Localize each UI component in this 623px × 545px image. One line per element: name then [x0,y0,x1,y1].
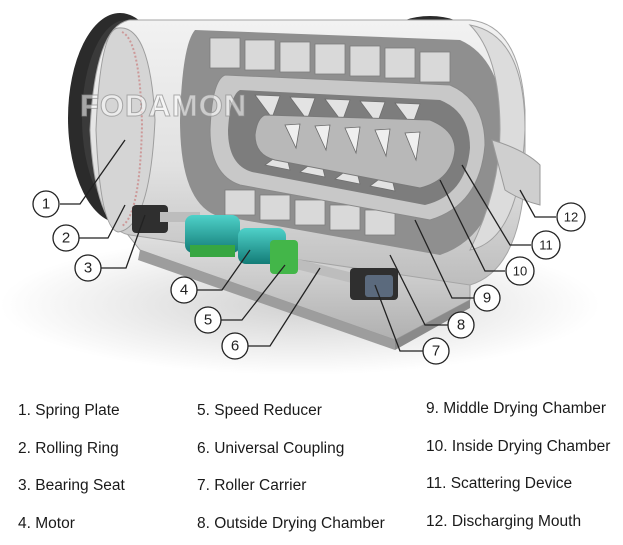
svg-text:9: 9 [483,290,491,307]
callouts: 1 2 3 4 5 6 7 8 9 10 11 12 [32,190,586,365]
legend-item-3: 3. Bearing Seat [18,477,125,494]
svg-text:2: 2 [62,230,70,247]
legend-item-4: 4. Motor [18,515,75,532]
legend-item-10: 10. Inside Drying Chamber [426,438,611,455]
callout-6: 6 [221,332,249,360]
motor [185,215,240,257]
svg-text:7: 7 [432,343,440,360]
callout-11: 11 [531,230,561,260]
svg-text:4: 4 [180,282,188,299]
callout-7: 7 [422,337,450,365]
legend-item-5: 5. Speed Reducer [197,402,322,419]
legend-item-12: 12. Discharging Mouth [426,513,582,530]
svg-text:3: 3 [84,260,92,277]
callout-2: 2 [52,224,80,252]
legend-item-1: 1. Spring Plate [18,402,120,419]
callout-12: 12 [556,202,586,232]
legend-item-11: 11. Scattering Device [426,475,573,492]
svg-text:1: 1 [42,196,50,213]
legend-item-8: 8. Outside Drying Chamber [197,515,385,532]
legend-item-7: 7. Roller Carrier [197,477,307,494]
callout-9: 9 [473,284,501,312]
legend-item-2: 2. Rolling Ring [18,440,119,457]
callout-1: 1 [32,190,60,218]
callout-8: 8 [447,311,475,339]
svg-text:5: 5 [204,312,212,329]
parts-legend: 1. Spring Plate 2. Rolling Ring 3. Beari… [0,388,623,545]
speed-reducer [238,228,298,274]
svg-text:6: 6 [231,338,239,355]
callout-3: 3 [74,254,102,282]
svg-text:8: 8 [457,317,465,334]
callout-5: 5 [194,306,222,334]
legend-item-9: 9. Middle Drying Chamber [426,400,607,417]
cutaway-chambers [180,24,541,255]
legend-item-6: 6. Universal Coupling [197,440,345,457]
leader-lines [60,139,556,352]
svg-text:12: 12 [564,210,578,225]
svg-text:11: 11 [539,238,553,253]
watermark: FODAMON [80,88,247,123]
callout-4: 4 [170,276,198,304]
svg-text:10: 10 [513,264,527,279]
callout-10: 10 [505,256,535,286]
